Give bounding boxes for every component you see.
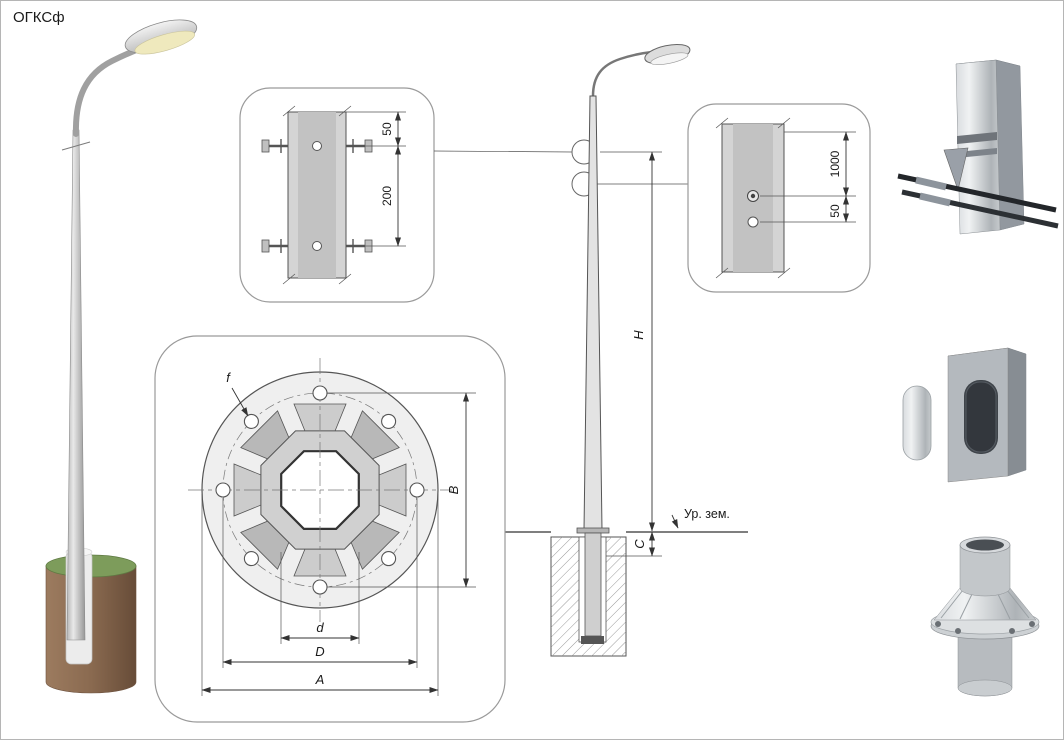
render-pole-with-clamps <box>897 59 1059 235</box>
bolt-left-lower <box>261 239 288 253</box>
rod-ferrule-upper <box>915 176 947 191</box>
dim-text-A: A <box>315 672 325 687</box>
bolt-hole <box>312 385 328 401</box>
pole-elevation-drawing: Ур. зем. H C <box>505 43 748 657</box>
dim-text-1000: 1000 <box>828 150 842 177</box>
flange-bolt <box>955 628 961 634</box>
lamp-arm-elevation <box>591 50 653 97</box>
ground-level-label: Ур. зем. <box>684 507 730 521</box>
bolt-hole <box>215 482 231 498</box>
hole <box>747 216 759 228</box>
dim-text-d: d <box>316 620 324 635</box>
dim-text-B: B <box>446 485 461 494</box>
pole-break-mark <box>61 141 91 151</box>
bolt-hole <box>312 141 322 151</box>
top-cylinder <box>959 544 1011 597</box>
callout-leader-left <box>433 150 573 153</box>
skirt-rib <box>1006 589 1030 619</box>
bolt-hole <box>409 482 425 498</box>
clamp-band-lower <box>957 148 997 158</box>
break-tick <box>715 117 729 129</box>
detail-flange-plan-callout: f B d D A <box>154 335 506 723</box>
render-base-shoe <box>930 536 1040 697</box>
top-cylinder-opening <box>966 539 1004 551</box>
break-tick <box>338 105 352 117</box>
dim-text-C: C <box>632 539 647 549</box>
lamp-head-3d <box>124 19 198 55</box>
render-hatch-door <box>902 347 1027 483</box>
hatch-opening-rim <box>965 381 997 453</box>
clamp-band-upper <box>957 132 997 144</box>
bolt-left-upper <box>261 139 288 153</box>
bolt-hole <box>243 413 259 429</box>
door-cover <box>902 385 932 461</box>
break-tick <box>282 105 296 117</box>
flange-bolt <box>1029 621 1035 627</box>
detail-side-holes-callout: 1000 50 <box>687 103 871 293</box>
base-pad <box>581 636 604 644</box>
dim-text-50b: 50 <box>828 204 842 218</box>
break-tick <box>282 273 296 285</box>
dim-text-50: 50 <box>380 122 394 136</box>
bolt-hole <box>381 551 397 567</box>
lower-cylinder-bottom <box>957 679 1013 697</box>
drawing-title: ОГКСф <box>13 9 65 26</box>
column-side-face <box>1007 347 1027 477</box>
bolt-hole <box>312 579 328 595</box>
detail-top-bolts-callout: 50 200 <box>239 87 435 303</box>
break-tick <box>777 267 791 279</box>
bolt-hole <box>243 551 259 567</box>
pole-3d-render <box>45 19 198 694</box>
rod-ferrule-lower <box>919 192 951 207</box>
embedded-pole <box>584 532 602 637</box>
skirt-rib <box>940 589 964 619</box>
dim-text-H: H <box>631 330 646 340</box>
ground-level-arrow <box>671 514 679 529</box>
lamp-lens <box>134 30 195 55</box>
flange-bolt <box>1009 628 1015 634</box>
bolt-hole <box>381 413 397 429</box>
bolt-hole <box>312 241 322 251</box>
dim-text-f: f <box>226 370 231 385</box>
bolt-head-center <box>750 193 756 199</box>
base-collar <box>576 527 610 534</box>
leader-f <box>231 387 249 417</box>
break-tick <box>715 267 729 279</box>
pole-section-core <box>298 112 336 278</box>
dim-text-200: 200 <box>380 186 394 206</box>
flange-bolt <box>935 621 941 627</box>
lamp-head-elevation <box>644 43 691 65</box>
break-tick <box>338 273 352 285</box>
break-tick <box>777 117 791 129</box>
dim-text-D: D <box>315 644 324 659</box>
tension-wedge <box>943 147 969 192</box>
